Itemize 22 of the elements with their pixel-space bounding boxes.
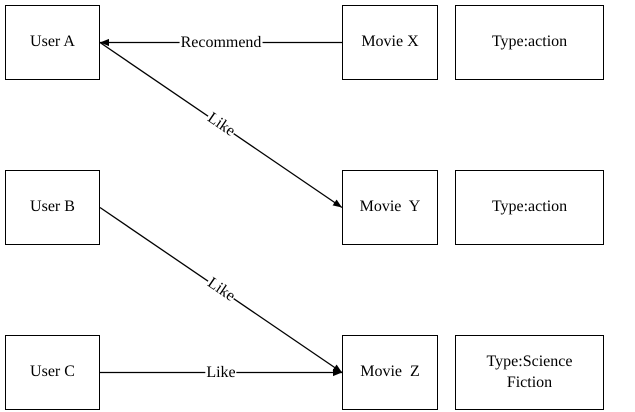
entity-box [5, 170, 100, 245]
entity-box [455, 5, 604, 80]
entity-label: User C [30, 362, 75, 382]
entity-label: Movie Y [360, 197, 420, 218]
edge-label: Recommend [180, 34, 262, 50]
entity-label: Type:Science Fiction [486, 352, 574, 392]
entity-box [455, 170, 604, 245]
entity-box [455, 335, 604, 410]
entity-label: Type:action [492, 197, 568, 218]
entity-label: Type:action [492, 32, 568, 52]
entity-box [5, 335, 100, 410]
entity-label: User A [30, 32, 75, 52]
entity-label: Movie Z [360, 362, 420, 382]
entity-box [342, 170, 438, 245]
entity-box [342, 335, 438, 410]
entity-box [342, 5, 438, 80]
arrow [100, 206, 342, 374]
arrow [100, 42, 342, 208]
entity-label: User B [30, 197, 75, 218]
entity-box [5, 5, 100, 80]
entity-label: Movie X [361, 32, 419, 52]
edge-label: Like [205, 364, 237, 380]
